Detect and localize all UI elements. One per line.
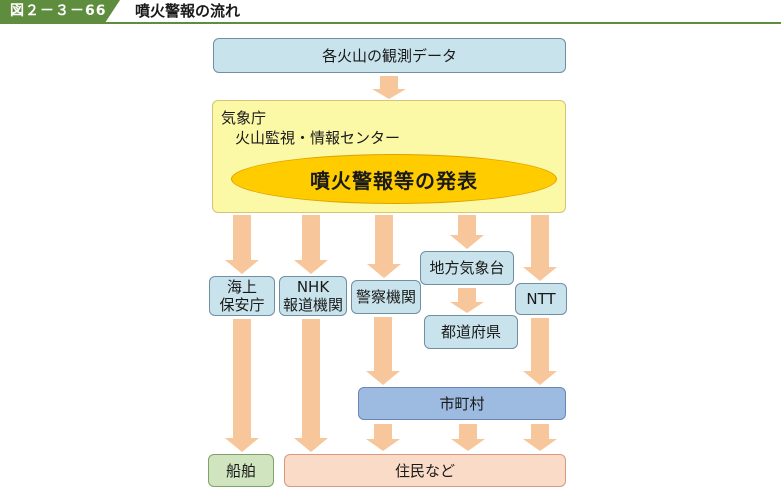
arrow-jma-to-coast-guard: [225, 215, 259, 274]
arrow-observation-to-jma: [372, 76, 406, 100]
municipality-box: 市町村: [358, 387, 566, 420]
residents-box: 住民など: [284, 454, 566, 487]
announcement-ellipse: 噴火警報等の発表: [231, 154, 557, 204]
figure-title: 噴火警報の流れ: [135, 2, 241, 20]
ships-box: 船舶: [208, 454, 274, 487]
coast-guard-box: 海上 保安庁: [209, 276, 275, 316]
arrow-jma-to-ntt: [523, 215, 557, 281]
arrow-jma-to-local-met: [450, 215, 484, 249]
arrow-jma-to-police: [367, 215, 401, 278]
arrow-police-to-municipality: [366, 317, 400, 385]
arrow-municipality-to-residents-2: [451, 424, 485, 452]
arrow-local-met-to-prefecture: [450, 288, 484, 313]
arrow-jma-to-nhk: [294, 215, 328, 274]
jma-box: 気象庁 火山監視・情報センター 噴火警報等の発表: [212, 100, 566, 213]
arrow-municipality-to-residents-3: [523, 424, 557, 452]
local-met-box: 地方気象台: [420, 251, 514, 285]
police-box: 警察機関: [351, 280, 421, 314]
arrow-coast-guard-to-ships: [225, 319, 259, 452]
jma-center-label: 火山監視・情報センター: [235, 129, 401, 147]
arrow-municipality-to-residents-1: [366, 424, 400, 452]
header-rule: [0, 22, 781, 24]
figure-label: 図２－３－66: [0, 0, 120, 22]
jma-label: 気象庁: [221, 109, 267, 127]
ntt-box: NTT: [515, 283, 567, 315]
nhk-box: NHK 報道機関: [279, 276, 347, 316]
observation-box: 各火山の観測データ: [213, 38, 566, 73]
prefecture-box: 都道府県: [424, 315, 518, 349]
arrow-nhk-to-residents: [294, 319, 328, 452]
arrow-ntt-to-municipality: [523, 318, 557, 385]
